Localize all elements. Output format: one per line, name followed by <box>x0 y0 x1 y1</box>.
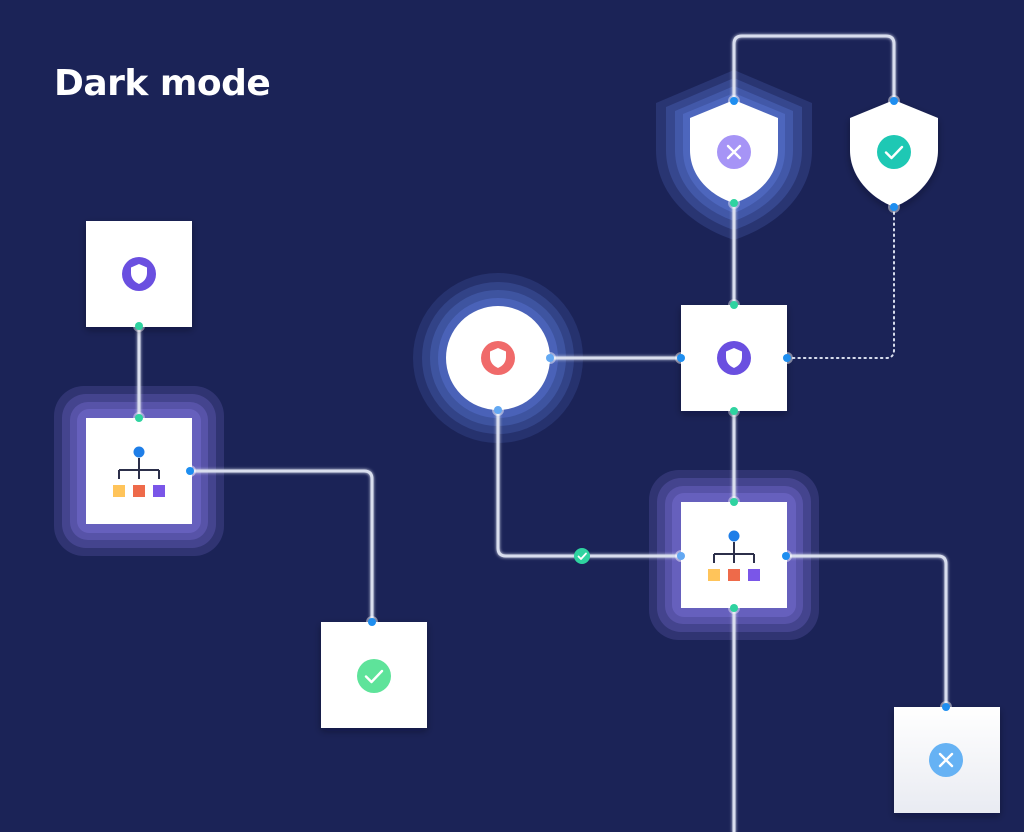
port-blue[interactable] <box>492 404 504 416</box>
cross-card-right[interactable] <box>894 707 1000 813</box>
shield-badge-approved[interactable] <box>850 100 938 207</box>
port-green[interactable] <box>728 405 740 417</box>
connector-denied-to-approved-shield <box>732 34 896 103</box>
port-green[interactable] <box>728 496 740 508</box>
connector-approved-shield-to-shield-card-dotted <box>786 206 895 359</box>
shield-card-center[interactable] <box>681 305 787 411</box>
shield-icon <box>717 341 751 375</box>
connectors <box>137 34 948 832</box>
connector-check-marker[interactable] <box>574 548 590 564</box>
page-title: Dark mode <box>54 63 271 104</box>
check-card-bottom[interactable] <box>321 622 427 728</box>
connector-hierarchy-left-to-check <box>188 469 374 624</box>
port-blue[interactable] <box>184 465 196 477</box>
cross-circle-icon <box>929 743 963 777</box>
port-blue[interactable] <box>366 616 378 628</box>
hierarchy-icon <box>708 530 760 581</box>
port-blue[interactable] <box>888 201 900 213</box>
shield-badge-denied[interactable] <box>690 100 778 203</box>
connector-hierarchy-right-to-cross <box>784 554 948 709</box>
shield-icon <box>122 257 156 291</box>
hierarchy-card-left[interactable] <box>86 418 192 524</box>
cross-circle-icon <box>717 135 751 169</box>
shield-card-left[interactable] <box>86 221 192 327</box>
port-green[interactable] <box>728 602 740 614</box>
port-green[interactable] <box>728 197 740 209</box>
port-blue[interactable] <box>940 701 952 713</box>
check-circle-icon <box>877 135 911 169</box>
port-green[interactable] <box>728 299 740 311</box>
port-blue[interactable] <box>544 352 556 364</box>
check-circle-icon <box>357 659 391 693</box>
shield-circle-node[interactable] <box>446 306 550 410</box>
hierarchy-icon <box>113 446 165 497</box>
port-blue[interactable] <box>888 95 900 107</box>
port-blue[interactable] <box>675 352 687 364</box>
shield-icon <box>481 341 515 375</box>
port-green[interactable] <box>133 320 145 332</box>
port-green[interactable] <box>133 412 145 424</box>
port-blue[interactable] <box>780 550 792 562</box>
port-blue[interactable] <box>728 95 740 107</box>
port-blue[interactable] <box>781 352 793 364</box>
port-blue[interactable] <box>675 550 687 562</box>
hierarchy-card-right[interactable] <box>681 502 787 608</box>
ports <box>133 95 952 713</box>
connector-circle-to-hierarchy-right <box>496 408 683 558</box>
